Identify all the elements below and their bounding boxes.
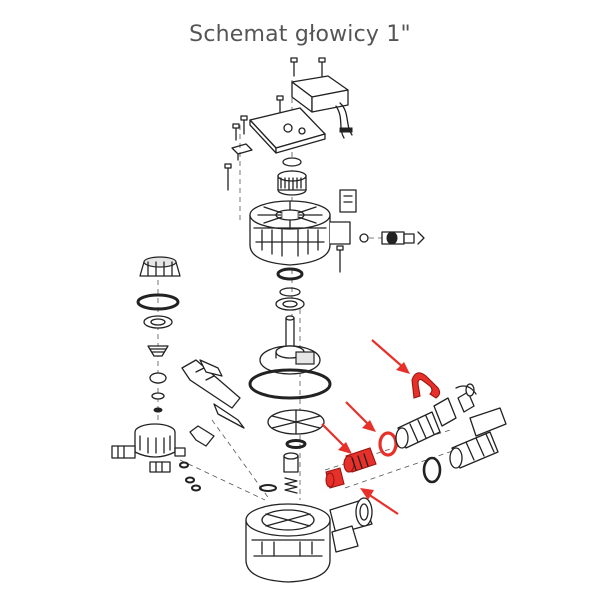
left-cap-assembly [136, 256, 181, 413]
connector-adapters [395, 383, 507, 484]
top-screws [224, 57, 344, 273]
o-ring-highlighted [378, 431, 398, 457]
valve-head-housing [249, 189, 357, 266]
bypass-cartridge-highlighted [325, 447, 377, 489]
highlight-arrows [321, 339, 410, 515]
piston-assembly [248, 315, 332, 400]
mounting-plate [231, 107, 326, 161]
cross-seal [267, 409, 325, 449]
diagram-title: Schemat głowicy 1" [189, 22, 411, 47]
retaining-clip-highlighted [411, 372, 441, 399]
control-module [291, 75, 353, 139]
valve-body [245, 497, 373, 583]
head-seals [275, 267, 305, 311]
injector-body [111, 423, 201, 492]
spacer-spring [259, 452, 299, 494]
brine-clips [181, 359, 245, 447]
injector-plug [359, 231, 425, 245]
